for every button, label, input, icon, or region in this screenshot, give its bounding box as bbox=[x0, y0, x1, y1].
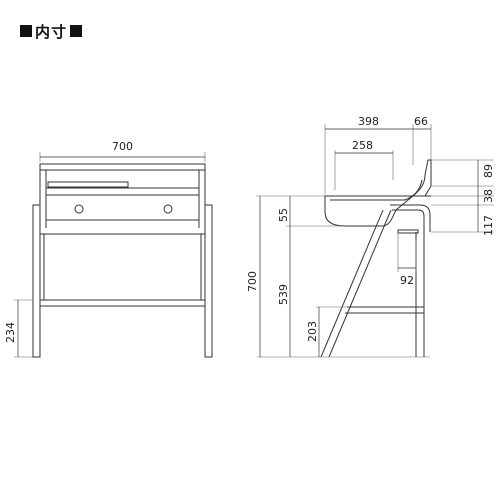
side-right-low-label: 117 bbox=[482, 215, 495, 236]
side-view: 398 66 258 92 bbox=[246, 115, 495, 358]
side-top-depth-label: 398 bbox=[358, 115, 379, 128]
side-right-mid-label: 38 bbox=[482, 189, 495, 203]
side-bottom-offset-label: 92 bbox=[400, 274, 414, 287]
title-square-right bbox=[70, 25, 83, 37]
side-inner-height-label: 55 bbox=[277, 208, 290, 222]
side-seat-height-label: 539 bbox=[277, 284, 290, 305]
side-overhang-label: 66 bbox=[414, 115, 428, 128]
side-low-bar-label: 203 bbox=[306, 321, 319, 342]
front-height-label: 234 bbox=[4, 322, 17, 343]
title-square-left bbox=[20, 25, 32, 37]
front-view: 700 234 bbox=[4, 140, 213, 358]
front-width-label: 700 bbox=[112, 140, 133, 153]
side-inner-depth-label: 258 bbox=[352, 139, 373, 152]
side-right-top-label: 89 bbox=[482, 164, 495, 178]
page-title: 内寸 bbox=[35, 22, 68, 41]
title-area: 内寸 bbox=[20, 20, 83, 42]
side-total-height-label: 700 bbox=[246, 271, 259, 292]
